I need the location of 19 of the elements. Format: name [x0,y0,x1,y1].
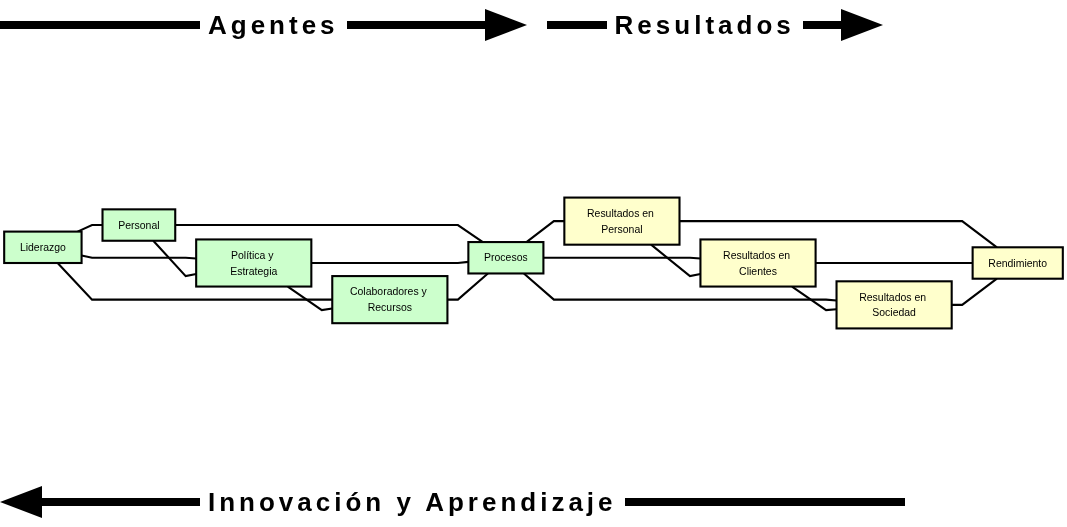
flow-label: Innovación y Aprendizaje [207,486,618,518]
connector [175,224,484,243]
connector [815,261,973,265]
connector [311,260,469,265]
node-box: Liderazgo [3,230,83,265]
connector [525,220,565,243]
node-box: Personal [101,208,177,242]
flow-label: Resultados [613,9,796,41]
node-box: Colaboradores y Recursos [331,275,449,325]
connector [543,256,701,260]
connector [152,240,197,278]
node-box: Política y Estrategia [195,238,313,288]
flow-label: Agentes [207,9,340,41]
node-box: Resultados en Sociedad [835,280,953,330]
node-box: Rendimiento [971,246,1064,280]
connector [81,254,197,260]
node-box: Procesos [467,241,545,275]
node-box: Resultados en Clientes [699,238,817,288]
node-box: Resultados en Personal [563,196,681,246]
